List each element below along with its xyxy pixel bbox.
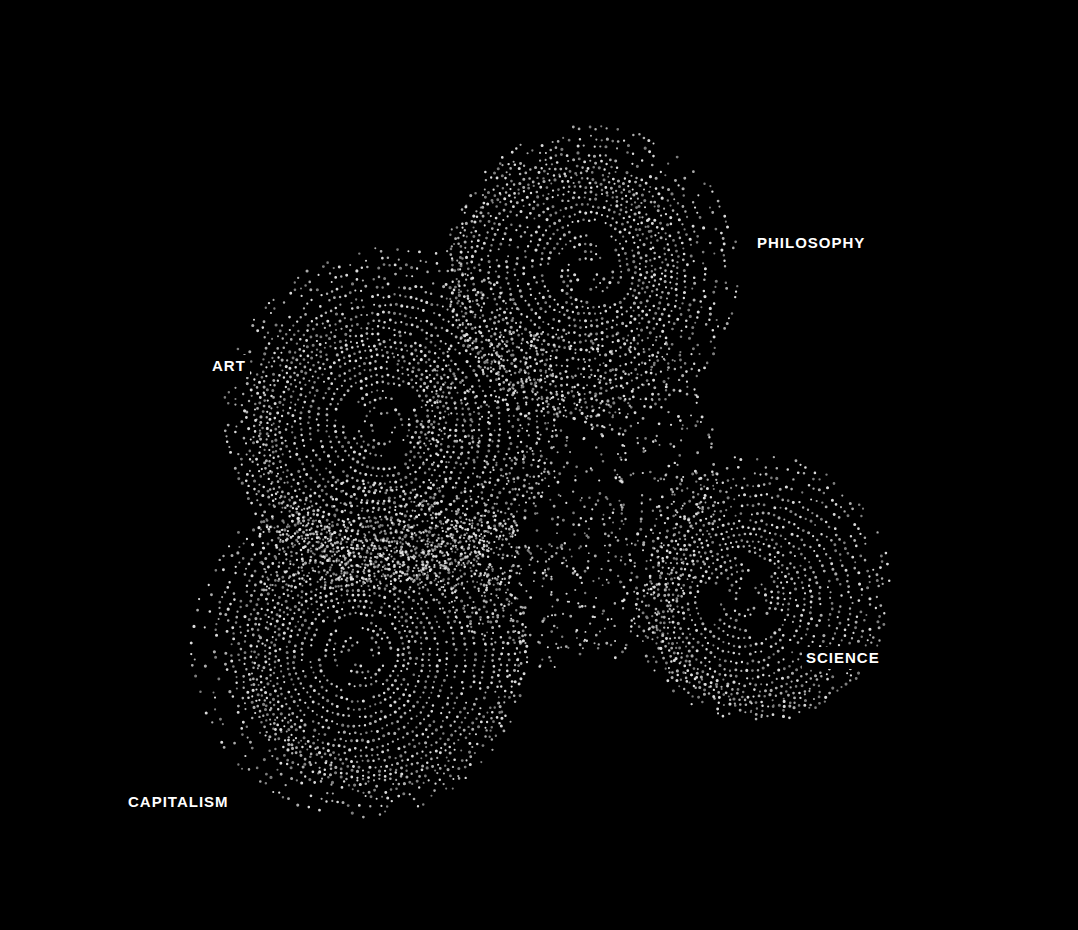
cluster-label: ART [208, 355, 250, 377]
dot-field [190, 138, 891, 812]
cluster-label: SCIENCE [802, 647, 884, 669]
dot-field [194, 125, 885, 815]
cluster-label: CAPITALISM [124, 791, 233, 813]
cluster-label: PHILOSOPHY [753, 232, 869, 254]
dot-field [191, 126, 884, 819]
